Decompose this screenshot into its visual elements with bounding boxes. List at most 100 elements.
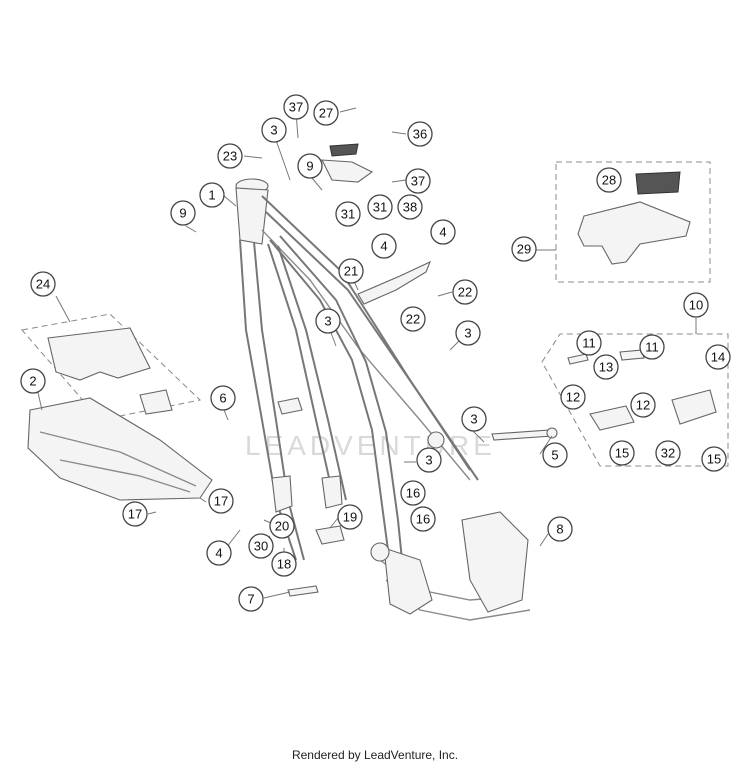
callout-4: 4	[206, 540, 232, 566]
callout-label: 9	[306, 159, 313, 174]
callout-label: 11	[582, 336, 596, 351]
callout-label: 1	[208, 188, 215, 203]
callout-label: 23	[223, 149, 237, 164]
callout-label: 3	[270, 123, 277, 138]
callout-27: 27	[313, 100, 339, 126]
callout-10: 10	[683, 292, 709, 318]
callout-label: 37	[289, 100, 303, 115]
callout-label: 21	[344, 264, 358, 279]
callout-label: 16	[406, 486, 420, 501]
callout-9: 9	[297, 153, 323, 179]
callout-37: 37	[405, 168, 431, 194]
callout-37: 37	[283, 94, 309, 120]
callout-8: 8	[547, 516, 573, 542]
callout-3: 3	[461, 406, 487, 432]
callout-28: 28	[596, 167, 622, 193]
callout-label: 17	[128, 507, 142, 522]
callout-2: 2	[20, 368, 46, 394]
callout-label: 31	[341, 207, 355, 222]
callout-label: 22	[406, 312, 420, 327]
callout-11: 11	[576, 330, 602, 356]
callout-label: 3	[324, 314, 331, 329]
callout-label: 31	[373, 200, 387, 215]
callout-label: 4	[439, 225, 446, 240]
callout-label: 4	[380, 239, 387, 254]
callout-12: 12	[560, 384, 586, 410]
callout-label: 15	[707, 452, 721, 467]
callout-label: 29	[517, 242, 531, 257]
callout-label: 27	[319, 106, 333, 121]
callout-22: 22	[400, 306, 426, 332]
callout-label: 3	[464, 326, 471, 341]
callout-3: 3	[315, 308, 341, 334]
main-frame	[235, 143, 558, 621]
callout-9: 9	[170, 200, 196, 226]
callout-18: 18	[271, 551, 297, 577]
callout-15: 15	[609, 440, 635, 466]
callout-3: 3	[261, 117, 287, 143]
callout-22: 22	[452, 279, 478, 305]
callout-6: 6	[210, 385, 236, 411]
callout-label: 18	[277, 557, 291, 572]
callout-17: 17	[122, 501, 148, 527]
footpeg-group	[541, 333, 729, 467]
callout-24: 24	[30, 271, 56, 297]
callout-label: 32	[661, 446, 675, 461]
callout-1: 1	[199, 182, 225, 208]
callout-label: 15	[615, 446, 629, 461]
callout-label: 6	[219, 391, 226, 406]
callout-label: 9	[179, 206, 186, 221]
callout-32: 32	[655, 440, 681, 466]
callout-label: 22	[458, 285, 472, 300]
skid-plate-group	[21, 313, 213, 501]
callout-13: 13	[593, 354, 619, 380]
callout-label: 37	[411, 174, 425, 189]
footer-credit: Rendered by LeadVenture, Inc.	[291, 748, 459, 762]
callout-label: 17	[214, 494, 228, 509]
callout-14: 14	[705, 344, 731, 370]
callout-5: 5	[542, 442, 568, 468]
callout-3: 3	[416, 447, 442, 473]
callout-31: 31	[335, 201, 361, 227]
callout-label: 5	[551, 448, 558, 463]
callout-17: 17	[208, 488, 234, 514]
callout-38: 38	[397, 194, 423, 220]
callout-label: 11	[645, 340, 659, 355]
callout-label: 14	[711, 350, 725, 365]
callout-label: 19	[343, 510, 357, 525]
callout-12: 12	[630, 392, 656, 418]
callout-label: 16	[416, 512, 430, 527]
callout-16: 16	[400, 480, 426, 506]
callout-label: 12	[636, 398, 650, 413]
callout-label: 13	[599, 360, 613, 375]
callout-label: 38	[403, 200, 417, 215]
cover-group	[555, 161, 711, 283]
callout-label: 7	[247, 592, 254, 607]
callout-31: 31	[367, 194, 393, 220]
callout-4: 4	[430, 219, 456, 245]
callout-label: 20	[275, 519, 289, 534]
callout-label: 36	[413, 127, 427, 142]
callout-label: 28	[602, 173, 616, 188]
callout-19: 19	[337, 504, 363, 530]
callout-label: 3	[425, 453, 432, 468]
callout-label: 24	[36, 277, 50, 292]
callout-23: 23	[217, 143, 243, 169]
callout-15: 15	[701, 446, 727, 472]
callout-label: 30	[254, 539, 268, 554]
callout-36: 36	[407, 121, 433, 147]
callout-30: 30	[248, 533, 274, 559]
callout-label: 10	[689, 298, 703, 313]
callout-29: 29	[511, 236, 537, 262]
callout-4: 4	[371, 233, 397, 259]
callout-16: 16	[410, 506, 436, 532]
callout-label: 12	[566, 390, 580, 405]
callout-3: 3	[455, 320, 481, 346]
callout-21: 21	[338, 258, 364, 284]
callout-label: 2	[29, 374, 36, 389]
callout-label: 8	[556, 522, 563, 537]
callout-label: 3	[470, 412, 477, 427]
watermark: LEADVENTURE	[245, 430, 496, 461]
callout-11: 11	[639, 334, 665, 360]
